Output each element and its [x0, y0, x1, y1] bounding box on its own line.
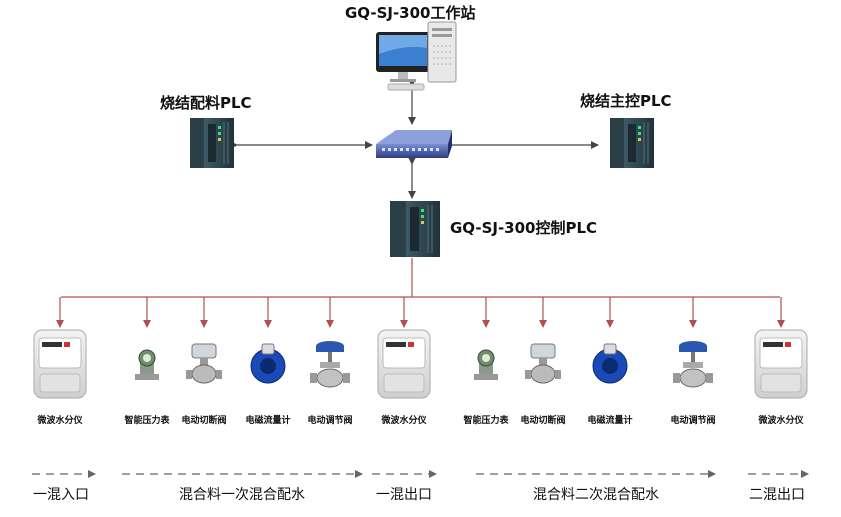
control-valve-icon — [673, 341, 713, 388]
device-label: 电磁流量计 — [587, 416, 633, 426]
plc-batching-label: 烧结配料PLC — [160, 94, 252, 112]
section-label: 混合料二次混合配水 — [533, 487, 659, 503]
plc-batching — [190, 118, 234, 168]
device-label: 微波水分仪 — [381, 416, 427, 426]
microwave-moisture-meter-icon — [754, 329, 808, 399]
links — [230, 79, 599, 199]
device-label: 智能压力表 — [463, 416, 509, 426]
plc-icon — [610, 118, 654, 168]
flow-meter-icon — [250, 343, 286, 384]
field-bus — [56, 258, 785, 328]
section-label: 二混出口 — [749, 487, 805, 503]
shutoff-valve-icon — [525, 343, 561, 384]
pressure-gauge-icon — [474, 349, 498, 380]
microwave-moisture-meter-icon — [33, 329, 87, 399]
workstation-label: GQ-SJ-300工作站 — [345, 4, 476, 22]
shutoff-valve-icon — [186, 343, 222, 384]
plc-main — [610, 118, 654, 168]
plc-control — [390, 201, 440, 257]
plc-control-label: GQ-SJ-300控制PLC — [450, 219, 598, 237]
plc-icon — [390, 201, 440, 257]
device-label: 智能压力表 — [124, 416, 170, 426]
device-label: 电磁流量计 — [245, 416, 291, 426]
control-valve-icon — [310, 341, 350, 388]
section-label: 一混入口 — [33, 487, 89, 503]
network-switch-icon — [376, 130, 452, 158]
section-label: 混合料一次混合配水 — [179, 487, 305, 503]
microwave-moisture-meter-icon — [377, 329, 431, 399]
device-label: 微波水分仪 — [37, 416, 83, 426]
section-label: 一混出口 — [376, 487, 432, 503]
device-label: 电动切断阀 — [520, 416, 566, 426]
flow-meter-icon — [592, 343, 628, 384]
device-label: 电动切断阀 — [181, 416, 227, 426]
computer-icon — [376, 21, 457, 91]
pressure-gauge-icon — [135, 349, 159, 380]
plc-icon — [190, 118, 234, 168]
plc-main-label: 烧结主控PLC — [580, 92, 672, 110]
device-label: 微波水分仪 — [758, 416, 804, 426]
device-label: 电动调节阀 — [307, 416, 353, 426]
device-label: 电动调节阀 — [670, 416, 716, 426]
